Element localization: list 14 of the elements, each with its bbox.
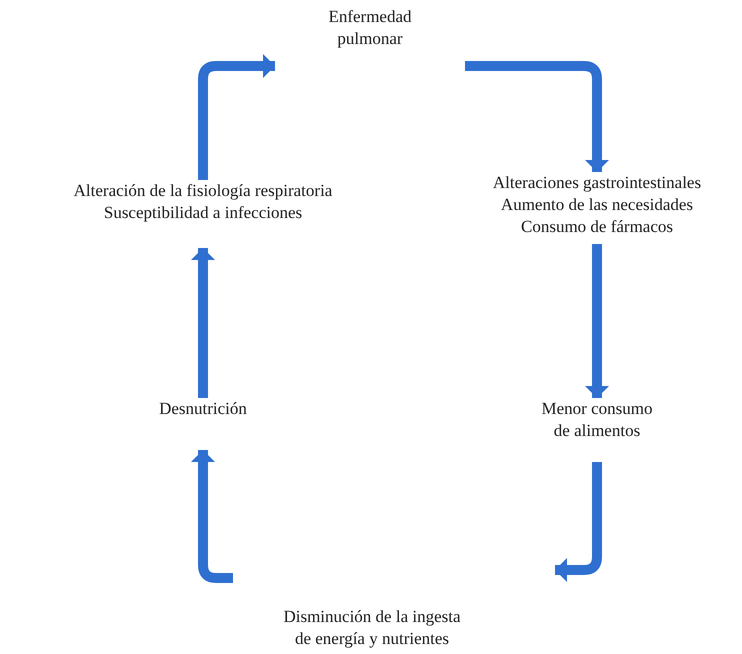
- node-text: Alteración de la fisiología respiratoria: [74, 180, 332, 202]
- node-text: Consumo de fármacos: [520, 216, 674, 238]
- node-text: Enfermedad pulmonar: [327, 6, 413, 50]
- arrow: [555, 462, 602, 582]
- arrow: [198, 54, 275, 180]
- node-text: Aumento de las necesidades: [500, 194, 694, 216]
- arrow: [191, 248, 215, 398]
- node-text: Susceptibilidad a infecciones: [104, 202, 302, 224]
- node-text: Disminución de la ingesta de energía y nutrientes: [282, 606, 462, 650]
- arrow: [585, 244, 609, 398]
- node-text: Desnutrición: [159, 398, 247, 420]
- node-text: Alteraciones gastrointestinales: [492, 172, 702, 194]
- node-text: Menor consumo de alimentos: [540, 398, 654, 442]
- arrow: [465, 61, 609, 172]
